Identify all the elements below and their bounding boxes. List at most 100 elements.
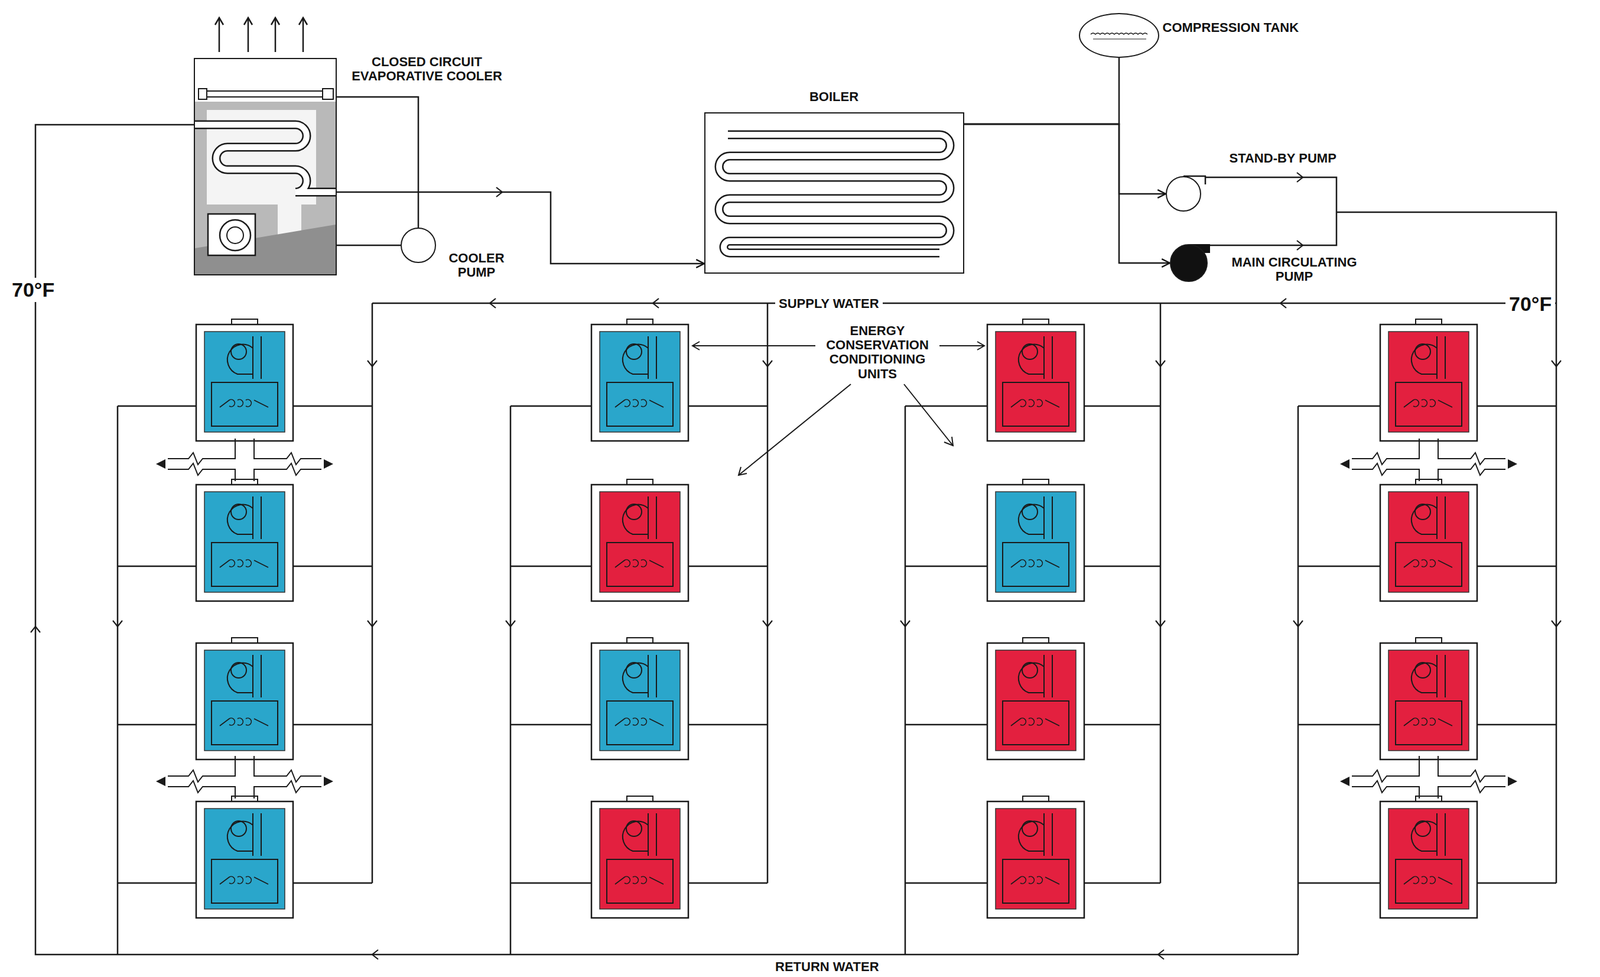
unit-panel xyxy=(204,491,285,593)
unit-cabinet xyxy=(1380,324,1478,441)
unit-cabinet xyxy=(591,801,689,918)
unit-return-pipe xyxy=(117,723,197,726)
water-surface xyxy=(1093,38,1147,40)
flow-arrow xyxy=(367,620,377,627)
node-label: BOILER xyxy=(704,89,965,104)
unit-return-pipe xyxy=(905,723,988,726)
unit-collar xyxy=(1022,479,1049,485)
unit-cabinet xyxy=(987,801,1085,918)
flow-arrow xyxy=(652,298,659,308)
air-arrow xyxy=(1507,776,1518,786)
conditioning-unit xyxy=(196,479,294,601)
node-label: COMPRESSION TANK xyxy=(1162,20,1300,35)
unit-coil xyxy=(219,559,269,568)
unit-cabinet xyxy=(1380,642,1478,760)
unit-return-pipe xyxy=(905,565,988,568)
exhaust-arrow xyxy=(244,17,253,25)
exhaust-arrow xyxy=(302,17,305,52)
flow-arrow xyxy=(1551,620,1562,627)
unit-fan-outlet xyxy=(1044,336,1053,379)
unit-coil-box xyxy=(1395,859,1462,903)
exhaust-arrow xyxy=(271,17,280,25)
unit-supply-pipe xyxy=(1084,723,1161,726)
unit-coil-box xyxy=(211,382,278,426)
unit-fan-outlet xyxy=(1436,336,1446,379)
unit-coil xyxy=(615,559,664,568)
unit-fan-outlet xyxy=(648,496,657,539)
unit-coil xyxy=(1010,876,1060,884)
unit-fan-volute xyxy=(1018,504,1045,535)
unit-fan-volute xyxy=(1411,821,1437,851)
return-branch xyxy=(509,405,512,955)
unit-panel xyxy=(1388,331,1469,432)
unit-fan-volute xyxy=(622,344,649,375)
conditioning-unit xyxy=(1380,479,1478,601)
pump-symbol: MAIN CIRCULATING PUMP xyxy=(1169,244,1208,282)
flow-arrow xyxy=(1155,360,1166,367)
unit-panel xyxy=(599,491,681,593)
unit-coil xyxy=(1403,559,1453,568)
conditioning-unit xyxy=(987,479,1085,601)
unit-coil-box xyxy=(606,700,673,745)
tank-symbol: COMPRESSION TANK xyxy=(1078,12,1160,58)
leader-arrow xyxy=(939,345,985,347)
supply-branch xyxy=(371,303,374,883)
unit-cabinet xyxy=(196,484,294,601)
unit-fan-volute xyxy=(227,821,253,851)
unit-coil xyxy=(219,399,269,408)
unit-cabinet xyxy=(987,324,1085,441)
unit-cabinet xyxy=(1380,484,1478,601)
unit-fan-volute xyxy=(1411,662,1437,693)
conditioning-unit xyxy=(987,795,1085,918)
exhaust-arrow xyxy=(215,17,224,25)
return-main xyxy=(35,124,1299,955)
unit-cabinet xyxy=(591,324,689,441)
node-label: COOLER PUMP xyxy=(444,251,510,280)
unit-supply-pipe xyxy=(1477,882,1557,884)
unit-coil xyxy=(1403,876,1453,884)
pipe-label: SUPPLY WATER xyxy=(775,295,883,312)
unit-collar xyxy=(626,319,653,325)
supply-duct xyxy=(167,438,322,481)
unit-collar xyxy=(231,319,258,325)
leader-arrow xyxy=(738,384,851,476)
fan-housing xyxy=(207,213,256,256)
unit-fan xyxy=(231,662,247,678)
unit-coil-box xyxy=(211,859,278,903)
supply-duct xyxy=(167,755,322,799)
flow-arrow xyxy=(30,626,41,633)
conditioning-unit xyxy=(591,479,689,601)
unit-coil xyxy=(1010,399,1060,408)
conditioning-unit xyxy=(196,319,294,441)
flow-arrow xyxy=(1293,620,1303,627)
unit-collar xyxy=(626,795,653,802)
flow-arrow xyxy=(762,360,773,367)
unit-coil-box xyxy=(606,859,673,903)
unit-fan xyxy=(1415,503,1431,520)
leader-arrowhead xyxy=(944,436,954,446)
unit-supply-pipe xyxy=(1084,405,1161,408)
unit-collar xyxy=(1415,637,1442,643)
unit-collar xyxy=(1415,319,1442,325)
pipe-connector xyxy=(964,57,1120,125)
flow-arrow xyxy=(1280,298,1287,308)
unit-supply-pipe xyxy=(688,882,768,884)
unit-coil xyxy=(1403,399,1453,408)
unit-coil xyxy=(615,399,664,408)
unit-fan-outlet xyxy=(1436,812,1446,856)
water-surface xyxy=(1090,33,1148,35)
cooler-basin xyxy=(194,101,336,275)
unit-fan xyxy=(1022,503,1038,520)
unit-fan xyxy=(231,503,247,520)
conditioning-unit xyxy=(1380,319,1478,441)
unit-supply-pipe xyxy=(1477,565,1557,568)
unit-fan xyxy=(626,820,642,837)
fan-wheel xyxy=(226,226,244,244)
unit-return-pipe xyxy=(510,882,592,884)
return-branch xyxy=(116,405,119,955)
exhaust-arrow xyxy=(218,17,221,52)
unit-panel xyxy=(599,649,681,751)
unit-supply-pipe xyxy=(688,405,768,408)
supply-branch xyxy=(766,303,769,883)
